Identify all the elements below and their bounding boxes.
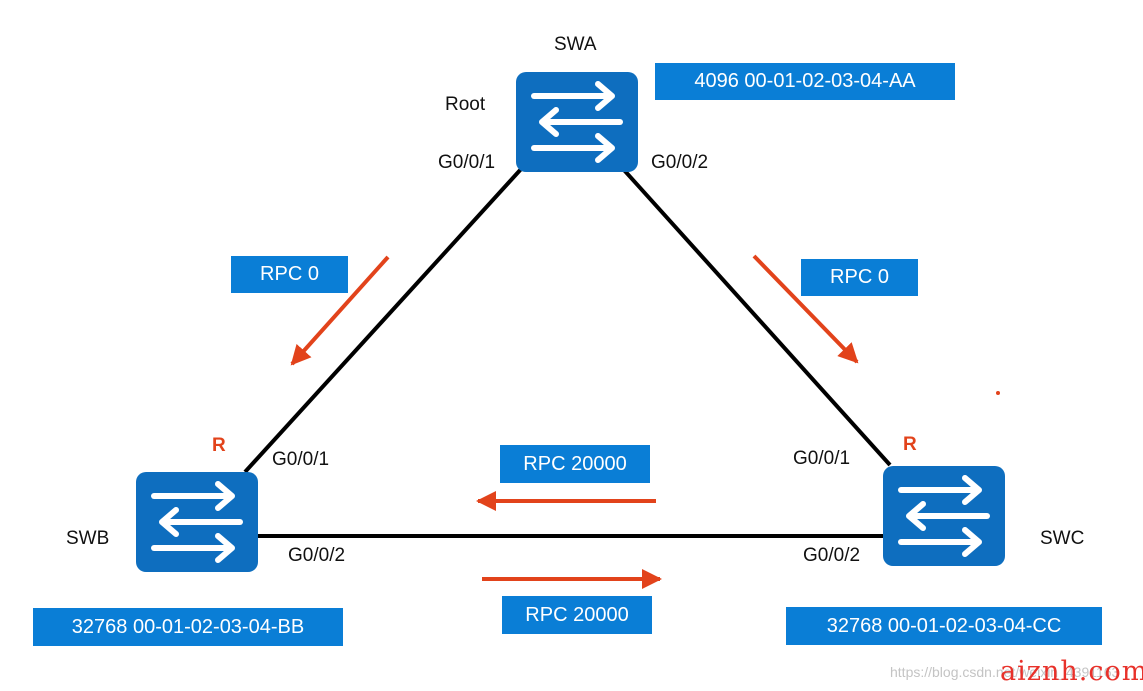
switch-icon <box>516 72 638 172</box>
swc-name: SWC <box>1040 528 1085 549</box>
swa-bridge-id-box: 4096 00-01-02-03-04-AA <box>655 63 955 100</box>
rpc-label-swc-to-swb: RPC 20000 <box>500 445 650 483</box>
link-swa-swb <box>243 166 524 474</box>
swa-port-left: G0/0/1 <box>438 152 496 173</box>
swa-name: SWA <box>554 34 597 55</box>
watermark-url: https://blog.csdn.net/weixin_4391163 <box>890 664 1120 680</box>
rpc-arrow-swa-to-swc <box>752 254 859 364</box>
stray-dot <box>996 391 1000 395</box>
rpc-label-swa-to-swb: RPC 0 <box>231 256 348 293</box>
watermark-brand: aiznh.com <box>1000 656 1143 687</box>
switch-icon <box>883 466 1005 566</box>
swc-port-top: G0/0/1 <box>793 448 851 469</box>
rpc-arrow-swa-to-swb <box>290 255 390 366</box>
swb-bridge-id-box: 32768 00-01-02-03-04-BB <box>33 608 343 646</box>
swb-port-top: G0/0/1 <box>272 449 330 470</box>
swb-name: SWB <box>66 528 110 549</box>
swc-root-port-mark: R <box>903 434 917 455</box>
swc-bridge-id-box: 32768 00-01-02-03-04-CC <box>786 607 1102 645</box>
swb-port-bottom: G0/0/2 <box>288 545 346 566</box>
rpc-label-swb-to-swc: RPC 20000 <box>502 596 652 634</box>
swb-root-port-mark: R <box>212 435 226 456</box>
swa-port-right: G0/0/2 <box>651 152 709 173</box>
link-swa-swc <box>622 168 892 467</box>
swa-role-label: Root <box>445 94 486 115</box>
switch-icon <box>136 472 258 572</box>
rpc-label-swa-to-swc: RPC 0 <box>801 259 918 296</box>
swc-port-bottom: G0/0/2 <box>803 545 861 566</box>
